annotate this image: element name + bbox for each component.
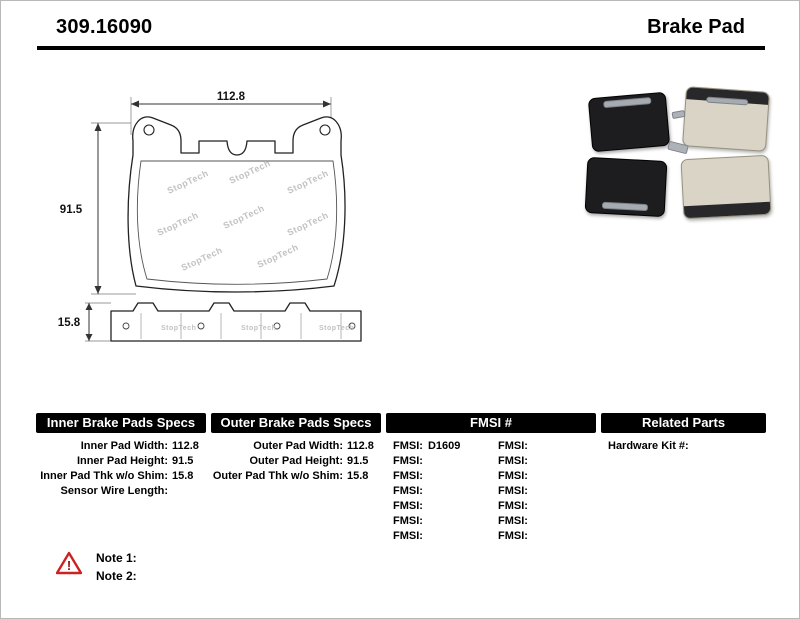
spec-value: 91.5	[347, 455, 369, 467]
fmsi-value	[528, 454, 533, 469]
fmsi-row: FMSI: FMSI:	[386, 514, 596, 529]
spec-label: Sensor Wire Length:	[60, 485, 168, 497]
related-parts-header: Related Parts	[601, 413, 766, 433]
spec-value: 112.8	[347, 440, 374, 452]
fmsi-value	[423, 469, 428, 484]
watermark-logo: StopTech	[241, 325, 276, 332]
fmsi-label: FMSI:	[393, 485, 423, 497]
spec-label: Outer Pad Thk w/o Shim:	[212, 470, 343, 482]
brake-pad-photo-light-bottom	[680, 154, 772, 220]
fmsi-value	[423, 514, 428, 529]
fmsi-label: FMSI:	[393, 470, 423, 482]
fmsi-label: FMSI:	[498, 485, 528, 497]
spec-label: Inner Pad Thk w/o Shim:	[40, 470, 168, 482]
brake-pad-technical-drawing: 112.8 91.5 StopTech StopTech StopTech St…	[58, 91, 362, 342]
fmsi-row: FMSI: FMSI:	[386, 469, 596, 484]
fmsi-value	[423, 454, 428, 469]
spec-value: 91.5	[172, 455, 194, 467]
fmsi-column: FMSI # FMSI: D1609 FMSI: FMSI:	[386, 413, 596, 544]
brake-pad-photo-dark-top	[587, 91, 671, 153]
spec-label: Outer Pad Height:	[249, 455, 343, 467]
inner-specs-header: Inner Brake Pads Specs	[36, 413, 206, 433]
spec-table: Inner Brake Pads Specs Inner Pad Width: …	[36, 413, 766, 544]
brake-pad-photo-light-top	[682, 86, 770, 152]
outer-specs-column: Outer Brake Pads Specs Outer Pad Width: …	[211, 413, 381, 544]
notes-section: ! Note 1: Note 2:	[56, 549, 137, 585]
fmsi-value	[423, 484, 428, 499]
spec-row: Outer Pad Height: 91.5	[211, 454, 381, 469]
fmsi-header: FMSI #	[386, 413, 596, 433]
brake-pad-photo-dark-bottom	[584, 156, 668, 218]
fmsi-label: FMSI:	[498, 470, 528, 482]
fmsi-label: FMSI:	[393, 500, 423, 512]
fmsi-value	[528, 514, 533, 529]
note-1-label: Note 1:	[96, 551, 137, 565]
spec-value: 112.8	[172, 440, 199, 452]
fmsi-label: FMSI:	[393, 440, 423, 452]
fmsi-label: FMSI:	[498, 440, 528, 452]
watermark-logo: StopTech	[161, 325, 196, 332]
spec-value: 15.8	[172, 470, 194, 482]
fmsi-value	[528, 484, 533, 499]
fmsi-value	[528, 469, 533, 484]
inner-specs-column: Inner Brake Pads Specs Inner Pad Width: …	[36, 413, 206, 544]
fmsi-row: FMSI: FMSI:	[386, 484, 596, 499]
part-number: 309.16090	[56, 16, 153, 38]
fmsi-row: FMSI: FMSI:	[386, 454, 596, 469]
spec-row: Outer Pad Width: 112.8	[211, 439, 381, 454]
fmsi-row: FMSI: FMSI:	[386, 529, 596, 544]
spec-label: Outer Pad Width:	[253, 440, 343, 452]
svg-text:!: !	[67, 558, 71, 573]
fmsi-value	[528, 499, 533, 514]
width-dimension-label: 112.8	[217, 91, 246, 103]
fmsi-label: FMSI:	[393, 530, 423, 542]
fmsi-label: FMSI:	[393, 515, 423, 527]
product-photo	[584, 83, 776, 221]
fmsi-value	[423, 529, 428, 544]
fmsi-label: FMSI:	[498, 530, 528, 542]
related-parts-column: Related Parts Hardware Kit #:	[601, 413, 766, 544]
product-type-title: Brake Pad	[647, 16, 745, 38]
header-divider	[37, 46, 765, 50]
fmsi-value: D1609	[427, 440, 461, 452]
outer-specs-header: Outer Brake Pads Specs	[211, 413, 381, 433]
height-dimension-label: 91.5	[60, 204, 83, 216]
watermark-logo: StopTech	[319, 325, 354, 332]
related-part-row: Hardware Kit #:	[601, 439, 766, 454]
spec-label: Inner Pad Width:	[80, 440, 168, 452]
note-2-label: Note 2:	[96, 569, 137, 583]
fmsi-value	[528, 439, 533, 454]
spec-label: Inner Pad Height:	[76, 455, 168, 467]
spec-row: Inner Pad Height: 91.5	[36, 454, 206, 469]
fmsi-value	[528, 529, 533, 544]
fmsi-label: FMSI:	[498, 515, 528, 527]
spec-value: 15.8	[347, 470, 369, 482]
thickness-dimension-label: 15.8	[58, 317, 81, 329]
fmsi-label: FMSI:	[498, 500, 528, 512]
fmsi-row: FMSI: D1609 FMSI:	[386, 439, 596, 454]
spec-row: Inner Pad Thk w/o Shim: 15.8	[36, 469, 206, 484]
warning-triangle-icon: !	[56, 551, 82, 575]
fmsi-label: FMSI:	[393, 455, 423, 467]
fmsi-label: FMSI:	[498, 455, 528, 467]
related-part-label: Hardware Kit #:	[608, 440, 689, 452]
spec-row: Inner Pad Width: 112.8	[36, 439, 206, 454]
spec-value	[168, 484, 206, 499]
spec-row: Outer Pad Thk w/o Shim: 15.8	[211, 469, 381, 484]
fmsi-value	[423, 499, 428, 514]
spec-row: Sensor Wire Length:	[36, 484, 206, 499]
fmsi-row: FMSI: FMSI:	[386, 499, 596, 514]
